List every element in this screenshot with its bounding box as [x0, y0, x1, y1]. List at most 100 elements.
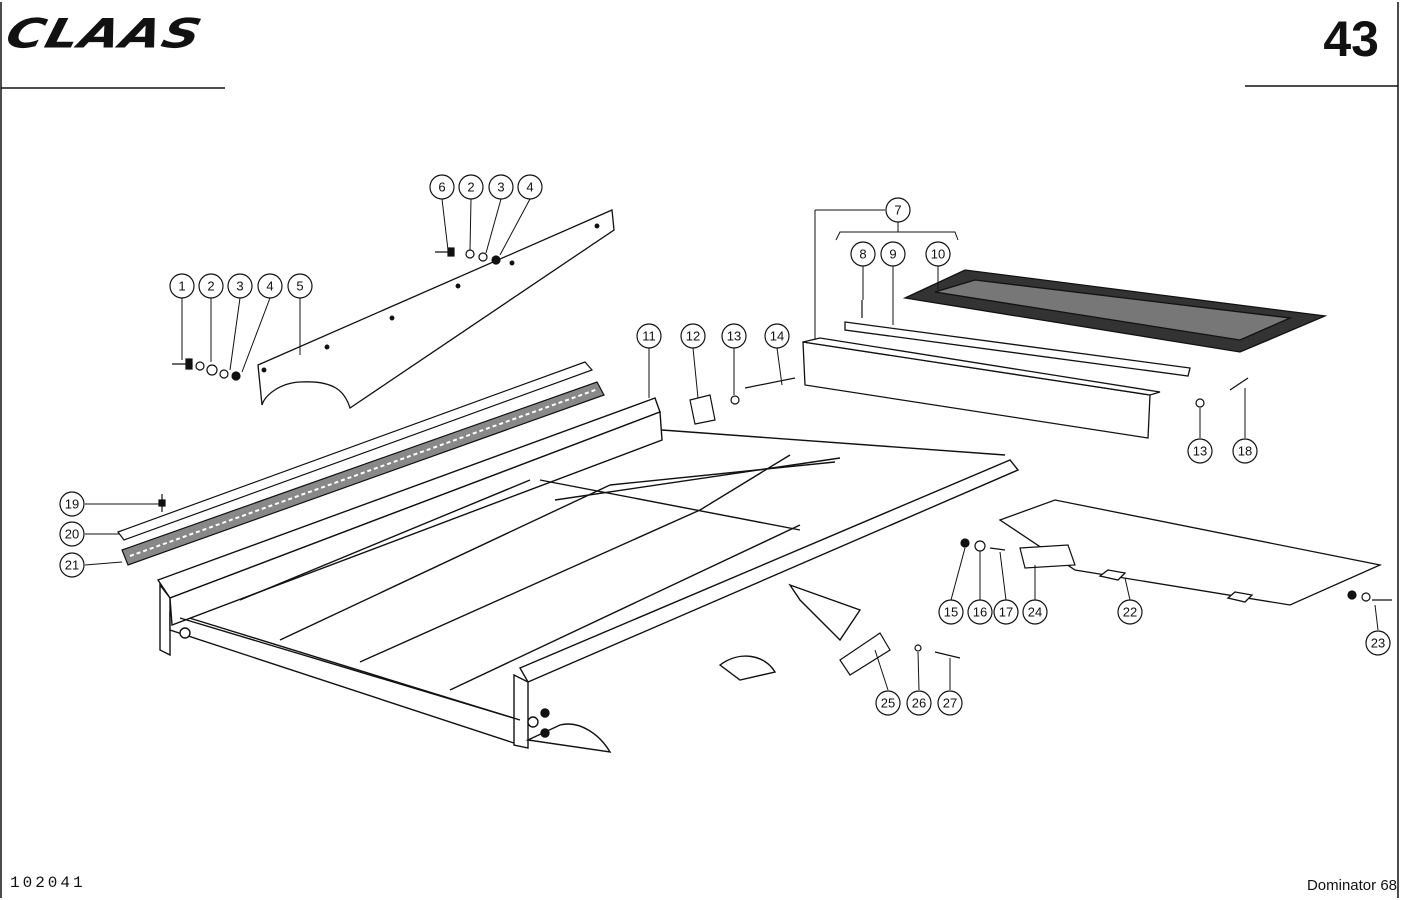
callout-4: 4	[257, 273, 283, 299]
callout-number: 1	[178, 279, 185, 294]
callout-number: 6	[438, 180, 445, 195]
callout-number: 19	[65, 497, 79, 512]
callout-circle	[636, 323, 662, 349]
sealing-strips	[117, 361, 605, 566]
callout-24: 24	[1022, 599, 1048, 625]
callout-circle	[1187, 438, 1213, 464]
wear-mat	[902, 269, 1328, 353]
callout-circle	[287, 273, 313, 299]
callout-circle	[1022, 599, 1048, 625]
callout-number: 22	[1123, 605, 1137, 620]
callout-number: 21	[65, 558, 79, 573]
rivet	[158, 494, 166, 512]
small-parts	[689, 300, 1392, 676]
callout-circle	[59, 521, 85, 547]
callout-16: 16	[967, 599, 993, 625]
callout-circle	[938, 599, 964, 625]
callout-circle	[850, 241, 876, 267]
callout-27: 27	[937, 690, 963, 716]
callout-number: 9	[889, 247, 896, 262]
callout-circle	[257, 273, 283, 299]
callout-5: 5	[287, 273, 313, 299]
callout-1: 1	[169, 273, 195, 299]
callout-23: 23	[1365, 630, 1391, 656]
callout-number: 2	[207, 279, 214, 294]
callout-circle	[59, 491, 85, 517]
callout-circle	[59, 552, 85, 578]
callout-18: 18	[1232, 438, 1258, 464]
callout-number: 23	[1371, 636, 1385, 651]
callout-number: 13	[1193, 444, 1207, 459]
callout-leaders	[84, 198, 1379, 691]
callout-2: 2	[458, 174, 484, 200]
callout-number: 18	[1238, 444, 1252, 459]
callout-9: 9	[880, 241, 906, 267]
fastener-set-top	[435, 247, 501, 265]
callout-8: 8	[850, 241, 876, 267]
callout-circle	[458, 174, 484, 200]
callout-number: 26	[912, 696, 926, 711]
angle-rail	[802, 321, 1191, 439]
callout-11: 11	[636, 323, 662, 349]
callout-number: 16	[973, 605, 987, 620]
callout-number: 24	[1028, 605, 1042, 620]
bottom-cover-plate	[998, 499, 1383, 606]
callout-circle	[1365, 630, 1391, 656]
callout-12: 12	[680, 323, 706, 349]
callout-2: 2	[198, 273, 224, 299]
callout-7: 7	[885, 197, 911, 223]
callout-13: 13	[721, 323, 747, 349]
callout-13: 13	[1187, 438, 1213, 464]
callout-25: 25	[875, 690, 901, 716]
callout-number: 8	[859, 247, 866, 262]
callout-circle	[925, 241, 951, 267]
callout-circle	[875, 690, 901, 716]
callout-circle	[429, 174, 455, 200]
callout-number: 27	[943, 696, 957, 711]
callout-15: 15	[938, 599, 964, 625]
callout-number: 2	[467, 180, 474, 195]
callout-number: 7	[894, 203, 901, 218]
callout-3: 3	[227, 273, 253, 299]
callout-6: 6	[429, 174, 455, 200]
callout-circle	[1117, 599, 1143, 625]
callout-circle	[967, 599, 993, 625]
callout-circle	[721, 323, 747, 349]
callout-14: 14	[764, 323, 790, 349]
callout-19: 19	[59, 491, 85, 517]
callout-number: 4	[526, 180, 533, 195]
side-cover-plate	[257, 209, 615, 410]
main-frame	[156, 397, 1020, 753]
callout-number: 15	[944, 605, 958, 620]
callout-3: 3	[488, 174, 514, 200]
callout-circle	[1232, 438, 1258, 464]
callout-number: 5	[296, 279, 303, 294]
callout-circle	[169, 273, 195, 299]
callout-number: 10	[931, 247, 945, 262]
callout-number: 3	[236, 279, 243, 294]
callout-21: 21	[59, 552, 85, 578]
callout-4: 4	[517, 174, 543, 200]
callout-circle	[488, 174, 514, 200]
document-id: 102041	[10, 874, 86, 892]
callout-number: 3	[497, 180, 504, 195]
callout-26: 26	[906, 690, 932, 716]
callout-circle	[880, 241, 906, 267]
callout-circle	[906, 690, 932, 716]
callout-number: 12	[686, 329, 700, 344]
callout-circle	[680, 323, 706, 349]
callout-number: 11	[642, 329, 656, 344]
callout-circle	[885, 197, 911, 223]
page-number: 43	[1323, 11, 1379, 67]
callout-circle	[993, 599, 1019, 625]
model-name: Dominator 68	[1306, 877, 1397, 894]
callout-number: 20	[65, 527, 79, 542]
callout-number: 17	[999, 605, 1013, 620]
callout-circle	[937, 690, 963, 716]
callout-circle	[227, 273, 253, 299]
callout-number: 25	[881, 696, 895, 711]
callout-number: 13	[727, 329, 741, 344]
callout-number: 4	[266, 279, 273, 294]
